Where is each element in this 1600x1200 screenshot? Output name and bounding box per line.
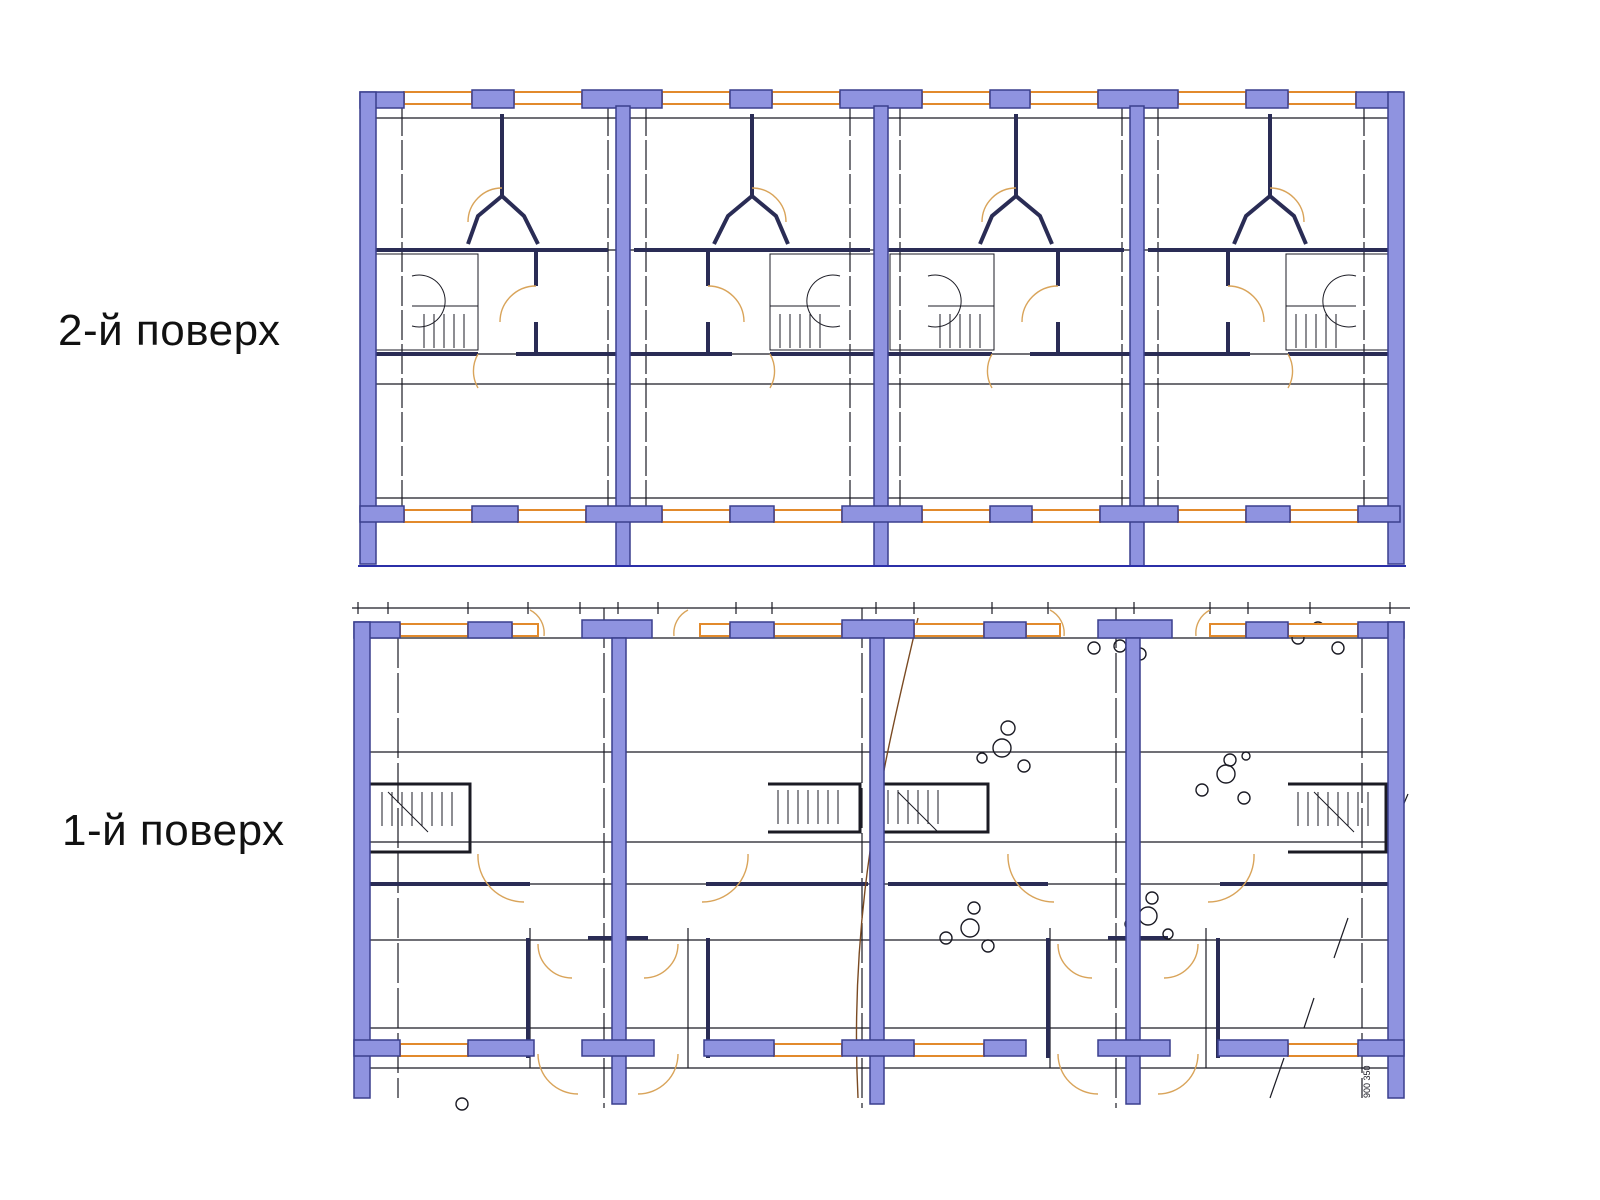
dimension-label: 900 350 (1362, 1065, 1372, 1098)
floor-label-1: 1-й поверх (62, 806, 285, 855)
staircases (373, 253, 1391, 351)
exterior-walls (353, 619, 1405, 1105)
dimension-line-top (352, 602, 1410, 614)
interior-walls (368, 882, 1388, 1058)
hall-walls (466, 114, 1308, 245)
exterior-walls (359, 89, 1405, 567)
staircases (368, 782, 1388, 854)
door-swings (467, 187, 1305, 389)
second-floor-plan (358, 89, 1406, 567)
interior-walls (372, 248, 1392, 356)
floor-label-2: 2-й поверх (58, 306, 281, 355)
first-floor-plan: 900 350 (352, 602, 1410, 1111)
